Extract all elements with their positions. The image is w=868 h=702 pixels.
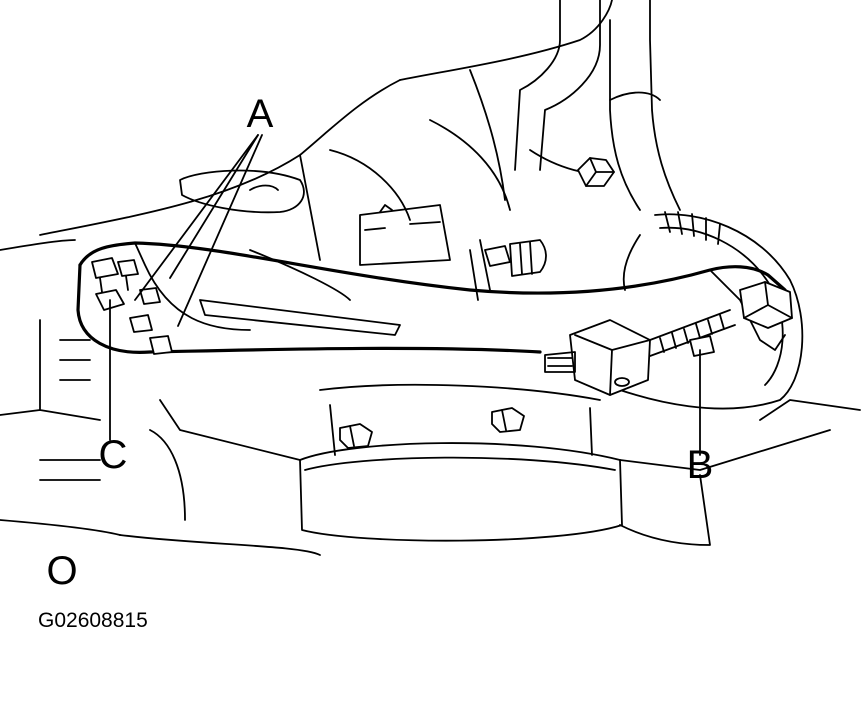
- lower-bolt-b: [689, 335, 715, 357]
- coolant-pipes: [514, 0, 681, 211]
- bracket-left-bolts: [91, 257, 173, 355]
- lower-bolts: [339, 407, 525, 449]
- callout-o: O: [46, 549, 77, 593]
- engine-block-outline: [39, 0, 613, 266]
- support-bracket-arm: [76, 241, 787, 354]
- callout-c: C: [99, 433, 128, 477]
- figure-code: G02608815: [38, 609, 148, 632]
- leader-lines: [109, 134, 701, 456]
- callout-a: A: [247, 92, 274, 136]
- crank-pulley: [0, 383, 861, 556]
- adjuster-block: [569, 319, 651, 396]
- mid-bolts: [469, 239, 547, 301]
- end-hex-nut: [739, 281, 793, 329]
- left-frame: [0, 239, 186, 521]
- upper-hex-bolt: [577, 157, 615, 187]
- callout-b: B: [687, 443, 714, 487]
- threaded-rod: [544, 309, 736, 373]
